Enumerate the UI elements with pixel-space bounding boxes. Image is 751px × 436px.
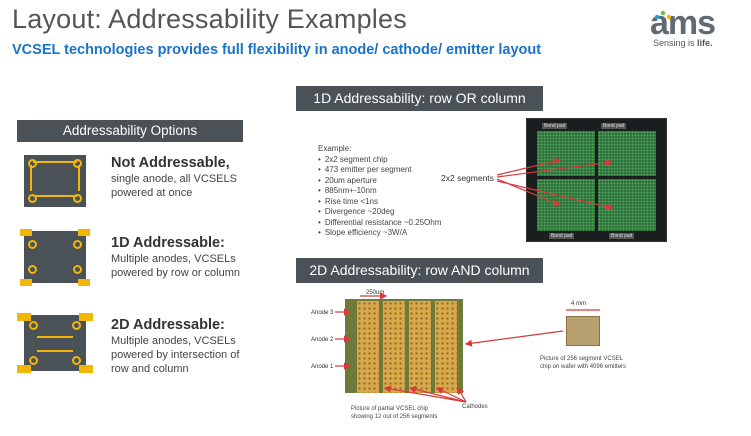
arrow-cathode xyxy=(408,385,467,403)
option-desc: single anode, all VCSELS powered at once xyxy=(111,172,237,200)
option-desc-line: single anode, all VCSELS xyxy=(111,173,237,185)
partial-chip-caption: Picture of partial VCSEL chip showing 12… xyxy=(351,406,437,421)
options-header: Addressability Options xyxy=(17,120,243,142)
arrow-cathode xyxy=(435,387,467,403)
option-desc-line: powered by intersection of xyxy=(111,349,240,361)
option-desc-line: powered by row or column xyxy=(111,267,241,279)
segment-column xyxy=(357,301,379,393)
segments-label: 2x2 segments xyxy=(441,173,494,183)
spec-item: Divergence ~20deg xyxy=(318,207,441,218)
option-title: 1D Addressable: xyxy=(111,235,225,251)
example-label: Example: xyxy=(318,144,352,153)
pad-icon xyxy=(73,194,82,203)
two-d-header: 2D Addressability: row AND column xyxy=(296,258,543,283)
pad-bar xyxy=(78,229,90,236)
pad-icon xyxy=(72,321,81,330)
pad-icon xyxy=(28,194,37,203)
dim-250um: 250um xyxy=(366,290,385,296)
logo-wordmark: ams xyxy=(650,4,716,42)
example-spec-list: Example: 2x2 segment chip 473 emitter pe… xyxy=(318,144,441,239)
spec-item: 20um aperture xyxy=(318,176,441,187)
pad-icon xyxy=(28,240,37,249)
pad-bar xyxy=(17,365,31,373)
anode-label: Anode 1 xyxy=(311,364,334,370)
caption-line: chip on wafer with 4096 emitters xyxy=(540,363,627,370)
partial-vcsel-chip-image xyxy=(345,299,463,393)
caption-line: showing 12 out of 256 segments xyxy=(351,413,438,420)
option-desc: Multiple anodes, VCSELs powered by row o… xyxy=(111,252,240,280)
arrow-cathode xyxy=(383,385,467,403)
pad-icon xyxy=(29,321,38,330)
option-title: 2D Addressable: xyxy=(111,317,225,333)
caption-line: Picture of 256 segment VCSEL xyxy=(540,356,624,362)
ams-logo: ams Sensing is life. xyxy=(650,4,742,52)
arrow-cathode xyxy=(457,386,467,403)
arrow-to-segment xyxy=(496,159,614,178)
pad-connector xyxy=(33,161,77,163)
chip-not-addressable-icon xyxy=(24,155,86,207)
slide-subtitle: VCSEL technologies provides full flexibi… xyxy=(12,42,542,58)
pad-icon xyxy=(28,159,37,168)
pad-connector xyxy=(33,195,77,197)
dim-4mm: 4 mm xyxy=(571,301,586,307)
chip-1d-addressable-icon xyxy=(24,231,86,283)
bond-pad-label: Bond pad xyxy=(609,233,635,239)
option-desc-line: row and column xyxy=(111,363,189,375)
pad-icon xyxy=(73,159,82,168)
segment xyxy=(537,179,595,231)
option-title: Not Addressable, xyxy=(111,155,230,171)
logo-tagline: Sensing is life. xyxy=(653,38,713,48)
pad-bar xyxy=(79,313,93,321)
chip-2d-addressable-icon xyxy=(24,315,86,371)
pad-bar xyxy=(17,313,31,321)
segment xyxy=(598,131,656,176)
pad-icon xyxy=(73,240,82,249)
pad-bar xyxy=(79,365,93,373)
arrow-to-segment xyxy=(496,157,562,176)
logo-tagline-prefix: Sensing is xyxy=(653,38,698,48)
pad-connector xyxy=(30,165,32,191)
option-desc-line: powered at once xyxy=(111,187,193,199)
pad-icon xyxy=(28,265,37,274)
option-desc-line: Multiple anodes, VCSELs xyxy=(111,253,236,265)
pad-icon xyxy=(29,356,38,365)
pad-connector xyxy=(37,350,73,352)
spec-item: 2x2 segment chip xyxy=(318,155,441,166)
bond-pad-label: Bond pad xyxy=(542,123,568,129)
option-desc: Multiple anodes, VCSELs powered by inter… xyxy=(111,334,239,376)
segment-column xyxy=(383,301,405,393)
segment-column xyxy=(435,301,457,393)
pad-icon xyxy=(73,265,82,274)
spec-item: Differential resistance ~0.25Ohm xyxy=(318,218,442,229)
pad-connector xyxy=(78,165,80,191)
spec-item: 885nm+-10nm xyxy=(318,186,441,197)
logo-dots-icon xyxy=(654,10,672,20)
pad-connector xyxy=(37,336,73,338)
bond-pad-label: Bond pad xyxy=(601,123,627,129)
option-desc-line: Multiple anodes, VCSELs xyxy=(111,335,236,347)
spec-item: 473 emitter per segment xyxy=(318,165,441,176)
bond-pad-label: Bond pad xyxy=(549,233,575,239)
pad-icon xyxy=(72,356,81,365)
spec-item: Slope efficiency ~3W/A xyxy=(318,228,441,239)
full-chip-caption: Picture of 256 segment VCSEL chip on waf… xyxy=(540,356,626,371)
vcsel-2x2-chip-image: Bond pad Bond pad Bond pad Bond pad xyxy=(526,118,667,242)
one-d-header: 1D Addressability: row OR column xyxy=(296,86,543,111)
pad-bar xyxy=(20,279,32,286)
logo-tagline-suffix: life. xyxy=(697,38,713,48)
pad-bar xyxy=(20,229,32,236)
segment-column xyxy=(409,301,431,393)
arrow-to-segment xyxy=(496,180,614,211)
anode-label: Anode 2 xyxy=(311,337,334,343)
arrow-to-full-chip xyxy=(464,330,564,347)
spec-item: Rise time <1ns xyxy=(318,197,441,208)
slide-title: Layout: Addressability Examples xyxy=(12,4,407,34)
full-vcsel-chip-image xyxy=(566,316,600,346)
cathodes-label: Cathodes xyxy=(462,404,488,410)
pad-bar xyxy=(78,279,90,286)
caption-line: Picture of partial VCSEL chip xyxy=(351,406,429,412)
anode-label: Anode 3 xyxy=(311,310,334,316)
